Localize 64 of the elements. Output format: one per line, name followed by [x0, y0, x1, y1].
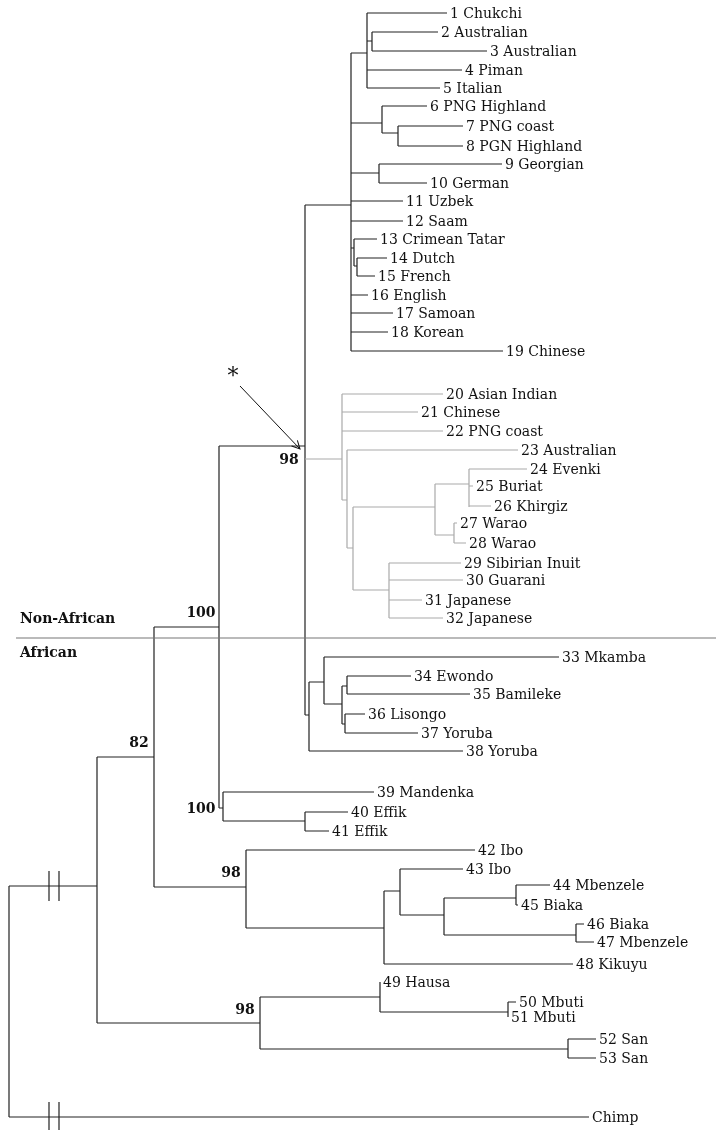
- taxon-label: 42 Ibo: [478, 842, 524, 858]
- taxon-label: 22 PNG coast: [446, 423, 543, 439]
- asterisk-marker: *: [227, 368, 239, 384]
- taxon-label: 9 Georgian: [505, 156, 584, 172]
- taxon-label: 6 PNG Highland: [430, 98, 547, 114]
- taxon-label: 41 Effik: [332, 823, 388, 839]
- taxon-label: 53 San: [599, 1050, 649, 1066]
- taxon-label: 4 Piman: [465, 62, 523, 78]
- taxon-label: 26 Khirgiz: [494, 498, 568, 514]
- taxon-label: 11 Uzbek: [406, 193, 474, 209]
- bootstrap-value: 98: [235, 1001, 255, 1017]
- taxon-label: 39 Mandenka: [377, 784, 475, 800]
- taxon-label: 7 PNG coast: [466, 118, 555, 134]
- taxon-label: 16 English: [371, 287, 447, 303]
- taxon-label: 34 Ewondo: [414, 668, 494, 684]
- taxon-label: 43 Ibo: [466, 861, 512, 877]
- taxon-label: 17 Samoan: [396, 305, 476, 321]
- taxon-label: 15 French: [378, 268, 451, 284]
- taxon-label: 51 Mbuti: [511, 1009, 576, 1025]
- taxon-label: 49 Hausa: [383, 974, 451, 990]
- bootstrap-value: 82: [129, 734, 149, 750]
- group-label: Non-African: [20, 610, 116, 626]
- taxon-label: 3 Australian: [490, 43, 577, 59]
- taxon-label: 38 Yoruba: [466, 743, 538, 759]
- taxon-label: 36 Lisongo: [368, 706, 447, 722]
- taxon-label: 1 Chukchi: [450, 5, 522, 21]
- taxon-label: 27 Warao: [460, 515, 528, 531]
- taxon-label: 14 Dutch: [390, 250, 455, 266]
- taxon-label: 12 Saam: [406, 213, 468, 229]
- taxon-label: 28 Warao: [469, 535, 537, 551]
- taxon-label: 8 PGN Highland: [466, 138, 583, 154]
- taxon-label: 45 Biaka: [521, 897, 584, 913]
- taxon-label: 2 Australian: [441, 24, 528, 40]
- taxon-label: Chimp: [592, 1109, 639, 1125]
- taxon-label: 25 Buriat: [476, 478, 543, 494]
- taxon-label: 21 Chinese: [421, 404, 501, 420]
- taxon-label: 37 Yoruba: [421, 725, 493, 741]
- bootstrap-value: 100: [186, 604, 216, 620]
- bootstrap-value: 98: [221, 864, 241, 880]
- taxon-label: 40 Effik: [351, 804, 407, 820]
- taxon-label: 50 Mbuti: [519, 994, 584, 1010]
- taxon-label: 35 Bamileke: [473, 686, 562, 702]
- taxon-label: 18 Korean: [391, 324, 465, 340]
- taxon-label: 23 Australian: [521, 442, 617, 458]
- group-label: African: [20, 644, 78, 660]
- taxon-label: 19 Chinese: [506, 343, 586, 359]
- taxon-label: 47 Mbenzele: [597, 934, 689, 950]
- taxon-label: 30 Guarani: [466, 572, 546, 588]
- taxon-label: 29 Sibirian Inuit: [464, 555, 581, 571]
- taxon-label: 24 Evenki: [530, 461, 601, 477]
- taxon-label: 31 Japanese: [425, 592, 512, 608]
- taxon-label: 48 Kikuyu: [576, 956, 648, 972]
- leader-arrow: [239, 385, 301, 450]
- taxon-label: 32 Japanese: [446, 610, 533, 626]
- taxon-label: 44 Mbenzele: [553, 877, 645, 893]
- taxon-label: 10 German: [430, 175, 510, 191]
- taxon-label: 46 Biaka: [587, 916, 650, 932]
- bootstrap-value: 100: [186, 800, 216, 816]
- taxon-label: 20 Asian Indian: [446, 386, 558, 402]
- taxon-label: 13 Crimean Tatar: [380, 231, 505, 247]
- taxon-label: 5 Italian: [443, 80, 503, 96]
- bootstrap-value: 98: [279, 451, 299, 467]
- taxon-label: 33 Mkamba: [562, 649, 646, 665]
- taxon-label: 52 San: [599, 1031, 649, 1047]
